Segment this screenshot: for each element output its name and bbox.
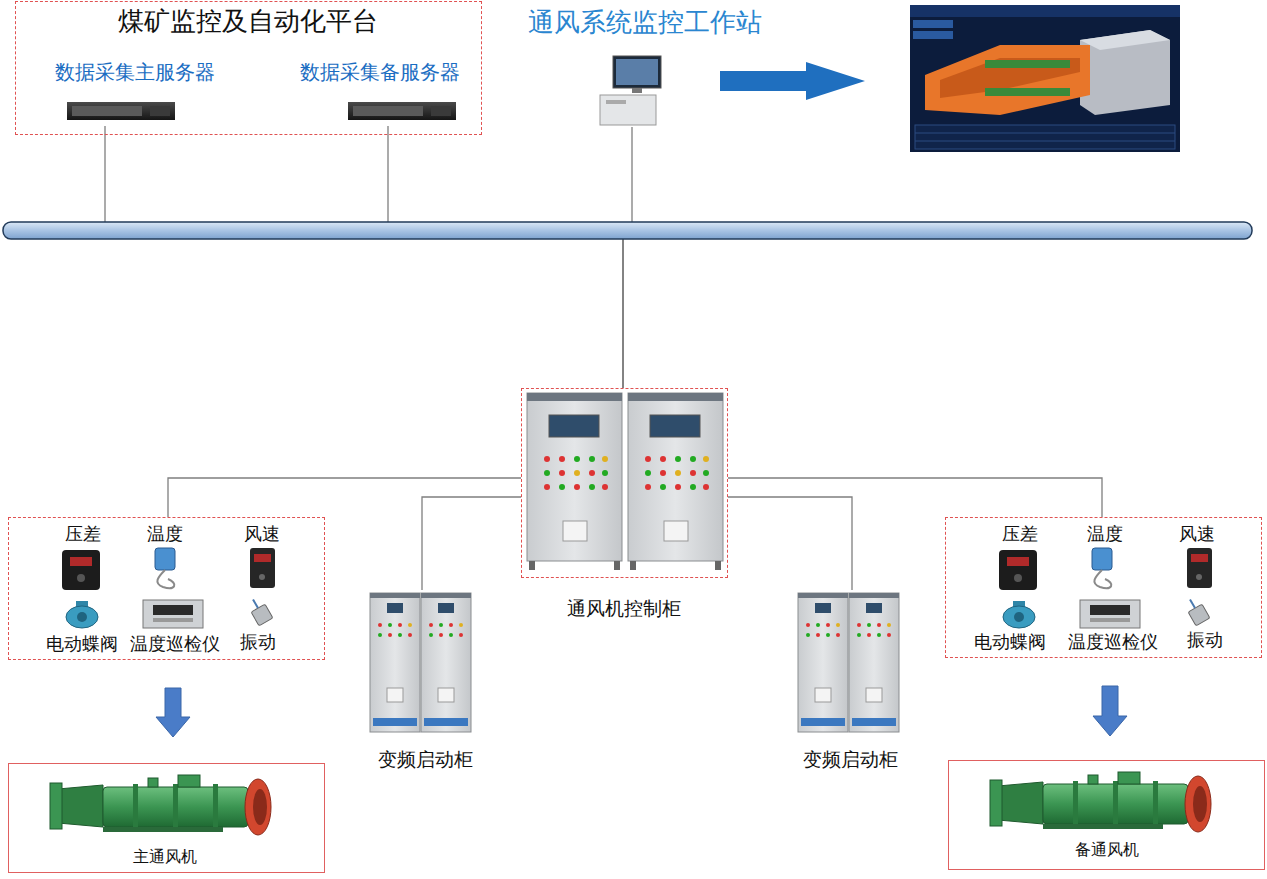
workstation-label: 通风系统监控工作站 [528,7,762,38]
workstation-node: 通风系统监控工作站 [505,5,785,127]
illustration-part [990,772,1211,832]
workstation-icon [600,56,661,125]
sensor-label: 温度 [147,523,183,545]
sensor-label: 温度 [1087,523,1123,545]
screenshot-part [910,5,1180,152]
connector-line [728,497,852,590]
server-node: 数据采集主服务器 [30,58,240,126]
block-arrow [156,688,190,737]
illustration-part [421,593,471,732]
sensor-label: 振动 [1187,629,1223,651]
illustration-part [62,548,275,628]
server-node: 数据采集备服务器 [288,58,473,126]
platform-group: 煤矿监控及自动化平台数据采集主服务器 数据采集备服务器 [15,1,482,135]
server-icon-part [348,102,456,120]
connector [728,478,1102,517]
sensor-label: 温度巡检仪 [1068,631,1158,653]
cabinet-label: 变频启动柜 [378,748,473,771]
screenshot-part [915,141,1175,142]
sensor-group: 压差 温度 风速电动蝶阀温度巡检仪 振动 [945,517,1262,658]
server-icon [67,102,175,120]
connector-line [728,478,1102,517]
block-arrow [1093,686,1127,736]
server-label: 数据采集备服务器 [300,60,460,84]
workstation-icon-part [613,56,661,88]
connector [105,126,623,388]
connector [623,127,632,388]
screenshot [910,5,1180,152]
workstation-icon-part [616,59,658,85]
server-label: 数据采集主服务器 [55,60,215,84]
sensor-label: 电动蝶阀 [46,633,118,655]
fan-label: 主通风机 [133,847,197,866]
network-bus [3,222,1252,239]
illustration-part [999,548,1212,628]
connector [388,126,623,388]
screenshot-part [910,5,1180,17]
connector [156,688,190,737]
screenshot-part [925,45,1090,115]
group-title: 煤矿监控及自动化平台 [118,6,378,37]
illustration-part [798,593,848,732]
sensor-label: 振动 [240,631,276,653]
connector [422,497,521,590]
connector-line [422,497,521,590]
sensor-label: 电动蝶阀 [974,631,1046,653]
server-icon-part [150,106,170,116]
server-icon-part [431,106,451,116]
illustration-part [527,393,622,570]
screenshot-part [913,20,953,28]
connector [728,497,852,590]
connector-line [105,126,623,388]
screenshot-part [913,31,953,39]
vfd-cabinet-node: 变频启动柜 [365,590,480,780]
sensor-label: 温度巡检仪 [130,633,220,655]
illustration-part [50,775,271,835]
sensor-label: 风速 [244,523,280,545]
screenshot-part [1080,30,1170,115]
screenshot-part [1080,30,1170,50]
screenshot-part [915,125,1175,149]
server-icon [348,102,456,120]
workstation-icon-part [632,88,642,93]
workstation-icon-part [606,100,626,104]
vfd-cabinet-node: 变频启动柜 [793,590,908,780]
server-icon-part [72,106,142,116]
illustration-part [370,593,420,732]
connector [1093,686,1127,736]
screenshot-part [940,58,1080,98]
cabinet-label: 通风机控制柜 [567,597,681,620]
screenshot-part [915,133,1175,134]
connector-line [623,127,632,388]
fan-box: 备通风机 [948,760,1265,870]
server-icon-part [353,106,423,116]
fan-label: 备通风机 [1075,840,1139,859]
sensor-group: 压差 温度 风速电动蝶阀温度巡检仪振动 [8,517,325,660]
sensor-label: 风速 [1179,523,1215,545]
illustration-part [849,593,899,732]
sensor-label: 压差 [65,523,101,545]
server-icon-part [67,102,175,120]
flow-arrow [720,62,865,100]
illustration-part [628,393,723,570]
fan-box: 主通风机 [8,763,325,873]
control-cabinet-group: 通风机控制柜 [521,388,728,578]
screenshot-part [985,60,1070,68]
screenshot-part [985,88,1070,96]
cabinet-label: 变频启动柜 [803,748,898,771]
sensor-label: 压差 [1002,523,1038,545]
workstation-icon-part [600,95,656,125]
connector-line [388,126,623,388]
